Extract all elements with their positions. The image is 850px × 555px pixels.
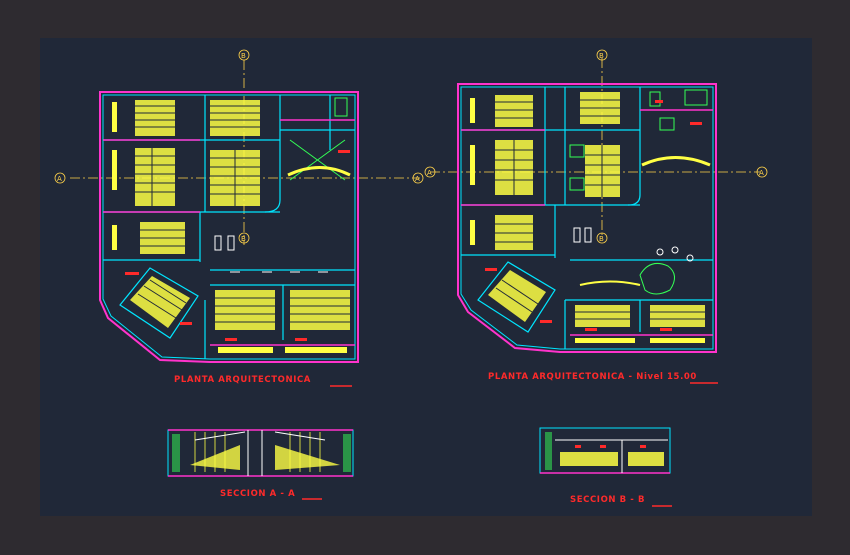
axis-marker-b-top xyxy=(238,49,250,61)
axis-marker-b2-top xyxy=(596,49,608,61)
plan-left[interactable] xyxy=(99,91,359,363)
angled-auditorium-right xyxy=(477,261,556,333)
angled-auditorium-left xyxy=(119,267,199,339)
plan-left-title: PLANTA ARQUITECTONICA xyxy=(174,375,311,385)
axis-label-3: B xyxy=(241,52,246,60)
section-a-title: SECCION A - A xyxy=(220,489,295,499)
section-a-a[interactable] xyxy=(167,429,354,477)
axis-marker-a-left xyxy=(54,172,66,184)
axis-label-2: A xyxy=(415,175,420,183)
axis-label-5: A xyxy=(427,169,432,177)
stages-left xyxy=(112,102,347,353)
plan-left-outline xyxy=(99,91,359,363)
plan-right-title: PLANTA ARQUITECTONICA - Nivel 15.00 xyxy=(488,372,697,382)
axis-label-1: A xyxy=(57,175,62,183)
section-b-b[interactable] xyxy=(539,427,671,474)
axis-label-8: B xyxy=(599,235,604,243)
axis-label-4: B xyxy=(241,235,246,243)
axis-marker-b2-bottom xyxy=(596,232,608,244)
plan-right-outline xyxy=(457,83,717,353)
axis-marker-a2-left xyxy=(424,166,436,178)
plan-right[interactable] xyxy=(457,83,717,353)
section-b-title: SECCION B - B xyxy=(570,495,645,505)
axis-label-7: B xyxy=(599,52,604,60)
axis-label-6: A xyxy=(759,169,764,177)
axis-marker-group xyxy=(54,49,768,244)
axis-marker-a-right xyxy=(412,172,424,184)
axis-marker-b-bottom xyxy=(238,232,250,244)
axis-marker-a2-right xyxy=(756,166,768,178)
